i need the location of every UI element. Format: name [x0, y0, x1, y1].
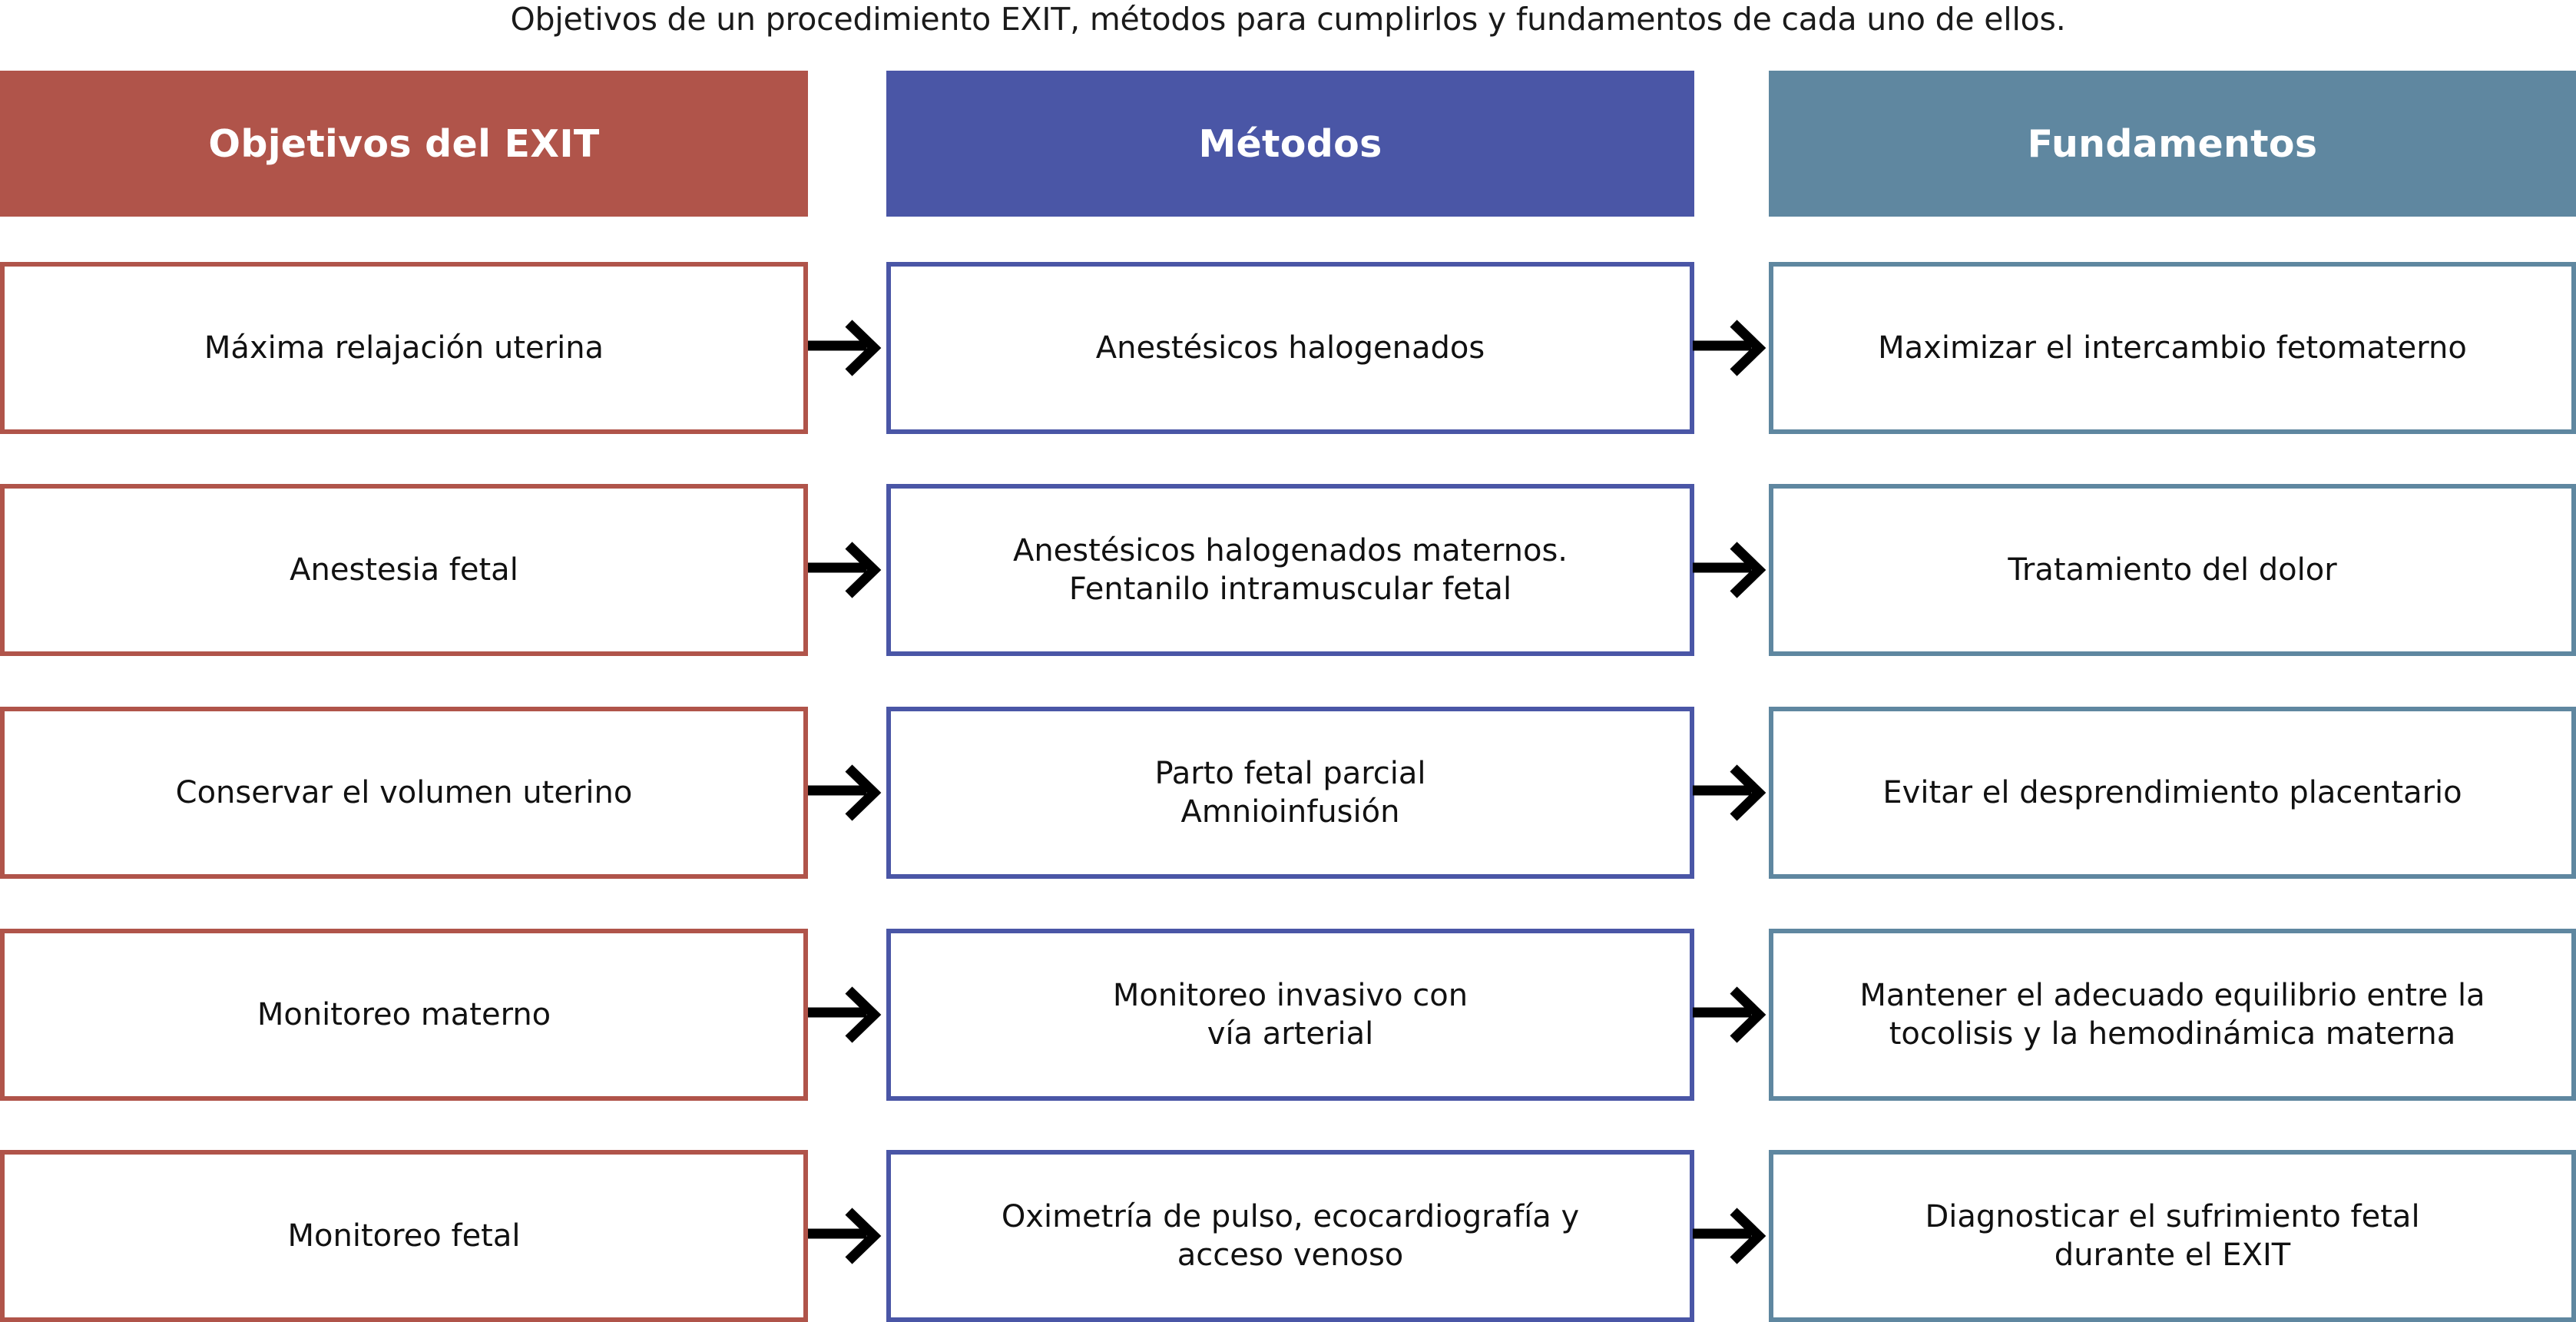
fundamento-text: Evitar el desprendimiento placentario: [1882, 775, 2462, 810]
objetivo-text: Conservar el volumen uterino: [175, 775, 633, 810]
fundamento-text: Mantener el adecuado equilibrio entre la…: [1859, 978, 2485, 1052]
table-row: Oximetría de pulso, ecocardiografía y ac…: [886, 1150, 1694, 1322]
metodo-text: Monitoreo invasivo con vía arterial: [1112, 978, 1468, 1052]
table-row: Maximizar el intercambio fetomaterno: [1769, 262, 2576, 434]
objetivo-text: Anestesia fetal: [290, 552, 518, 588]
metodo-text: Anestésicos halogenados: [1095, 330, 1485, 366]
metodo-text: Anestésicos halogenados maternos. Fentan…: [1012, 533, 1568, 607]
column-header-objetivos: Objetivos del EXIT: [0, 71, 808, 217]
arrow-right-icon: [1691, 532, 1771, 608]
fundamento-text: Diagnosticar el sufrimiento fetal durant…: [1925, 1199, 2420, 1273]
table-row: Anestésicos halogenados: [886, 262, 1694, 434]
table-row: Anestesia fetal: [0, 484, 808, 656]
fundamento-text: Tratamiento del dolor: [2008, 552, 2337, 588]
arrow-right-icon: [806, 532, 886, 608]
arrow-right-icon: [806, 754, 886, 831]
column-header-fundamentos: Fundamentos: [1769, 71, 2576, 217]
table-row: Máxima relajación uterina: [0, 262, 808, 434]
metodo-text: Oximetría de pulso, ecocardiografía y ac…: [1001, 1199, 1580, 1273]
table-row: Conservar el volumen uterino: [0, 707, 808, 879]
objetivo-text: Máxima relajación uterina: [204, 330, 604, 366]
table-row: Evitar el desprendimiento placentario: [1769, 707, 2576, 879]
page-title: Objetivos de un procedimiento EXIT, méto…: [510, 1, 2066, 38]
column-header-fundamentos-label: Fundamentos: [2027, 121, 2318, 166]
arrow-right-icon: [1691, 1198, 1771, 1274]
arrow-right-icon: [1691, 754, 1771, 831]
table-row: Diagnosticar el sufrimiento fetal durant…: [1769, 1150, 2576, 1322]
arrow-right-icon: [806, 976, 886, 1053]
arrow-right-icon: [806, 1198, 886, 1274]
table-row: Tratamiento del dolor: [1769, 484, 2576, 656]
column-header-objetivos-label: Objetivos del EXIT: [208, 121, 600, 166]
metodo-text: Parto fetal parcial Amnioinfusión: [1154, 756, 1426, 830]
table-row: Parto fetal parcial Amnioinfusión: [886, 707, 1694, 879]
column-header-metodos: Métodos: [886, 71, 1694, 217]
table-row: Monitoreo fetal: [0, 1150, 808, 1322]
table-row: Mantener el adecuado equilibrio entre la…: [1769, 929, 2576, 1101]
arrow-right-icon: [1691, 310, 1771, 386]
objetivo-text: Monitoreo fetal: [287, 1218, 521, 1254]
table-row: Anestésicos halogenados maternos. Fentan…: [886, 484, 1694, 656]
column-header-metodos-label: Métodos: [1198, 121, 1382, 166]
arrow-right-icon: [806, 310, 886, 386]
table-row: Monitoreo invasivo con vía arterial: [886, 929, 1694, 1101]
objetivo-text: Monitoreo materno: [257, 997, 551, 1032]
fundamento-text: Maximizar el intercambio fetomaterno: [1878, 330, 2467, 366]
arrow-right-icon: [1691, 976, 1771, 1053]
table-row: Monitoreo materno: [0, 929, 808, 1101]
